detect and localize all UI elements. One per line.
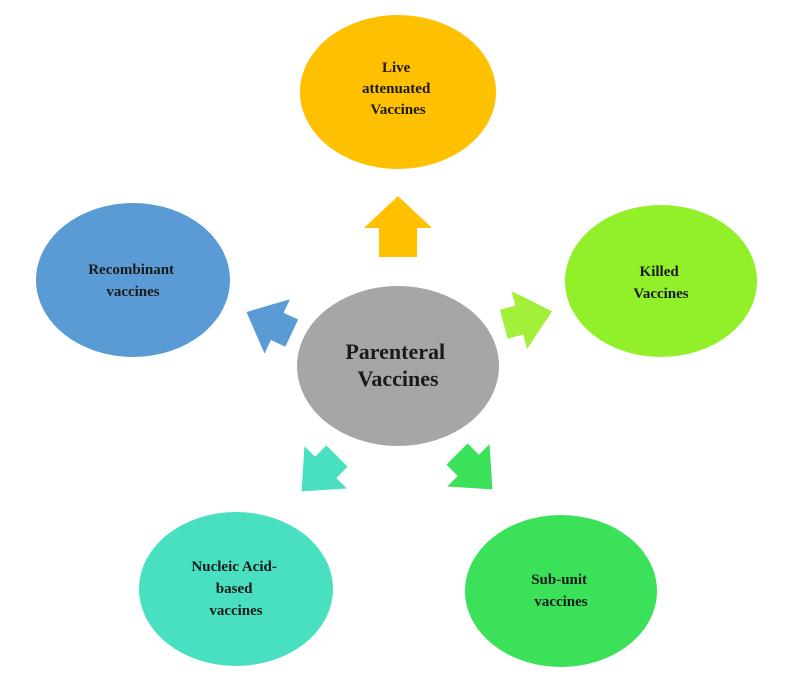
node-nucleic-acid-vaccines: Nucleic Acid- based vaccines [139,512,333,666]
arrow-to-live-attenuated [364,196,432,257]
node-label-line: vaccines [534,594,587,610]
node-nucleic-acid-label: Nucleic Acid- based vaccines [191,559,280,619]
node-killed-label: Killed Vaccines [633,264,688,302]
node-sub-unit-shape [465,515,657,667]
node-live-attenuated-label: Live attenuated Vaccines [362,60,434,118]
node-label-line: Recombinant [88,262,174,278]
node-label-line: vaccines [106,284,159,300]
center-node-shape [297,286,499,446]
node-label-line: Killed [640,264,680,280]
node-sub-unit-vaccines: Sub-unit vaccines [465,515,657,667]
center-node-label: Parenteral Vaccines [345,339,450,391]
node-label-line: Nucleic Acid- [191,559,276,575]
node-nucleic-acid-shape [139,512,333,666]
arrow-to-killed [499,291,553,350]
node-killed-shape [565,205,757,357]
node-label-line: Vaccines [633,286,688,302]
node-label-line: Vaccines [370,102,425,118]
node-label-line: vaccines [209,603,262,619]
node-label-line: based [216,581,253,597]
node-live-attenuated-vaccines: Live attenuated Vaccines [300,15,496,169]
center-node-parenteral-vaccines: Parenteral Vaccines [297,286,499,446]
arrow-to-recombinant [246,299,299,354]
center-label-line: Vaccines [357,366,439,391]
node-killed-vaccines: Killed Vaccines [565,205,757,357]
node-label-line: Sub-unit [531,572,587,588]
arrow-to-nucleic-acid [301,445,348,492]
node-live-attenuated-shape [300,15,496,169]
node-recombinant-label: Recombinant vaccines [88,262,178,300]
center-label-line: Parenteral [345,339,445,364]
node-recombinant-vaccines: Recombinant vaccines [36,203,230,357]
node-sub-unit-label: Sub-unit vaccines [531,572,591,610]
arrow-to-sub-unit [446,443,493,490]
node-label-line: attenuated [362,81,431,97]
node-label-line: Live [382,60,411,76]
node-recombinant-shape [36,203,230,357]
